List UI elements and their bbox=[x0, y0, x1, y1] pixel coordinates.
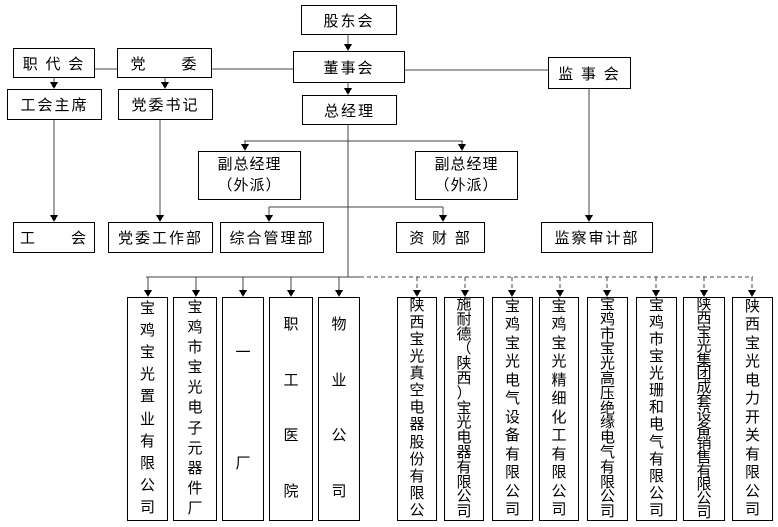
connector-arrowhead bbox=[344, 88, 352, 95]
connector-arrowhead bbox=[192, 290, 200, 297]
node-label: 股东会 bbox=[323, 13, 375, 30]
node-label: 监 事 会 bbox=[558, 66, 621, 83]
subsidiary-label: 一厂 bbox=[235, 345, 251, 472]
subsidiary-label: 陕西宝光集团成套设备销售有限公司 bbox=[696, 298, 712, 520]
subsidiary-box-equipment-sales: 陕西宝光集团成套设备销售有限公司 bbox=[683, 297, 725, 521]
node-party-work-dept: 党委工作部 bbox=[108, 222, 213, 253]
connector-arrowhead bbox=[458, 144, 466, 151]
subsidiary-label: 陕西宝光电力开关有限公司 bbox=[744, 298, 760, 519]
connector-arrowhead bbox=[439, 215, 447, 222]
node-label: 党委书记 bbox=[131, 98, 200, 114]
subsidiary-box-schneider-baoguang: 施耐德（陕西）宝光电器有限公司 bbox=[444, 297, 484, 521]
connector-arrowhead bbox=[239, 290, 247, 297]
subsidiary-label: 宝鸡市宝光珊和电气有限公司 bbox=[648, 298, 664, 519]
subsidiary-box-electric-equipment: 宝鸡宝光电气设备有限公司 bbox=[492, 297, 533, 521]
connector-arrowhead bbox=[508, 290, 516, 297]
subsidiary-label: 宝鸡市宝光电子元器件厂 bbox=[187, 299, 203, 518]
node-label: 副总经理 bbox=[217, 156, 282, 173]
subsidiary-label: 施耐德（陕西）宝光电器有限公司 bbox=[456, 298, 472, 520]
node-finance-dept: 资 财 部 bbox=[396, 222, 485, 253]
subsidiary-box-baoguang-real-estate: 宝鸡宝光置业有限公司 bbox=[127, 297, 168, 521]
connector-arrowhead bbox=[603, 290, 611, 297]
node-label: （外派） bbox=[434, 177, 499, 194]
connector-arrowhead bbox=[585, 215, 593, 222]
node-label: （外派） bbox=[217, 177, 282, 194]
node-label: 总经理 bbox=[323, 103, 375, 120]
subsidiary-box-fine-chemical: 宝鸡宝光精细化工有限公司 bbox=[539, 297, 579, 521]
node-party-committee: 党 委 bbox=[117, 48, 212, 78]
node-supervisory-board: 监 事 会 bbox=[548, 57, 631, 89]
connector-arrowhead bbox=[748, 290, 756, 297]
connector-arrowhead bbox=[287, 290, 295, 297]
node-party-secretary: 党委书记 bbox=[118, 89, 213, 120]
node-label: 监察审计部 bbox=[554, 231, 640, 247]
subsidiary-box-property-company: 物业公司 bbox=[318, 297, 360, 521]
node-shareholders-meeting: 股东会 bbox=[301, 5, 397, 35]
subsidiary-label: 职工医院 bbox=[283, 317, 299, 500]
subsidiary-label: 宝鸡宝光精细化工有限公司 bbox=[551, 298, 567, 519]
connector-arrowhead bbox=[241, 144, 249, 151]
connector-arrowhead bbox=[156, 215, 164, 222]
node-audit-dept: 监察审计部 bbox=[541, 222, 653, 253]
connector-arrowhead bbox=[413, 290, 421, 297]
node-label: 职 代 会 bbox=[22, 56, 86, 73]
node-label: 综合管理部 bbox=[229, 231, 315, 247]
node-labor-union: 工 会 bbox=[13, 222, 95, 253]
connector-arrowhead bbox=[344, 44, 352, 51]
subsidiary-box-hv-insulation: 宝鸡市宝光高压绝缘电气有限公司 bbox=[587, 297, 628, 521]
connector-arrowhead bbox=[652, 290, 660, 297]
node-union-chairman: 工会主席 bbox=[7, 89, 102, 120]
subsidiary-box-vacuum-electric: 陕西宝光真空电器股份有限公 bbox=[397, 297, 437, 521]
connector-arrowhead bbox=[144, 290, 152, 297]
node-label: 工会主席 bbox=[20, 98, 89, 114]
connector-arrowhead bbox=[265, 215, 273, 222]
subsidiary-label: 物业公司 bbox=[331, 317, 347, 500]
node-label: 资 财 部 bbox=[409, 231, 472, 247]
node-general-mgmt-dept: 综合管理部 bbox=[220, 222, 324, 253]
connector-arrowhead bbox=[556, 290, 564, 297]
connector-arrowhead bbox=[50, 82, 58, 89]
connector-arrowhead bbox=[161, 82, 169, 89]
connector-arrowhead bbox=[461, 290, 469, 297]
node-deputy-gm-left: 副总经理 （外派） bbox=[198, 151, 301, 200]
subsidiary-label: 陕西宝光真空电器股份有限公 bbox=[409, 298, 425, 519]
subsidiary-box-staff-hospital: 职工医院 bbox=[269, 297, 313, 521]
node-general-manager: 总经理 bbox=[302, 95, 397, 125]
node-label: 工 会 bbox=[19, 231, 88, 247]
node-deputy-gm-right: 副总经理 （外派） bbox=[415, 151, 518, 200]
node-label: 党 委 bbox=[130, 56, 199, 73]
node-workers-congress: 职 代 会 bbox=[13, 48, 95, 78]
subsidiary-label: 宝鸡市宝光高压绝缘电气有限公司 bbox=[599, 298, 615, 520]
subsidiary-box-power-switch: 陕西宝光电力开关有限公司 bbox=[732, 297, 773, 521]
subsidiary-box-shanhe-electric: 宝鸡市宝光珊和电气有限公司 bbox=[636, 297, 677, 521]
connector-arrowhead bbox=[335, 290, 343, 297]
connector-arrowhead bbox=[700, 290, 708, 297]
node-label: 副总经理 bbox=[434, 156, 499, 173]
node-label: 党委工作部 bbox=[117, 231, 203, 247]
node-board-of-directors: 董事会 bbox=[293, 51, 405, 83]
node-label: 董事会 bbox=[323, 60, 375, 77]
subsidiary-label: 宝鸡宝光置业有限公司 bbox=[139, 300, 155, 517]
subsidiary-box-factory-one: 一厂 bbox=[222, 297, 264, 521]
connector-arrowhead bbox=[50, 215, 58, 222]
subsidiary-box-electronic-components: 宝鸡市宝光电子元器件厂 bbox=[173, 297, 217, 521]
subsidiary-label: 宝鸡宝光电气设备有限公司 bbox=[504, 298, 520, 519]
